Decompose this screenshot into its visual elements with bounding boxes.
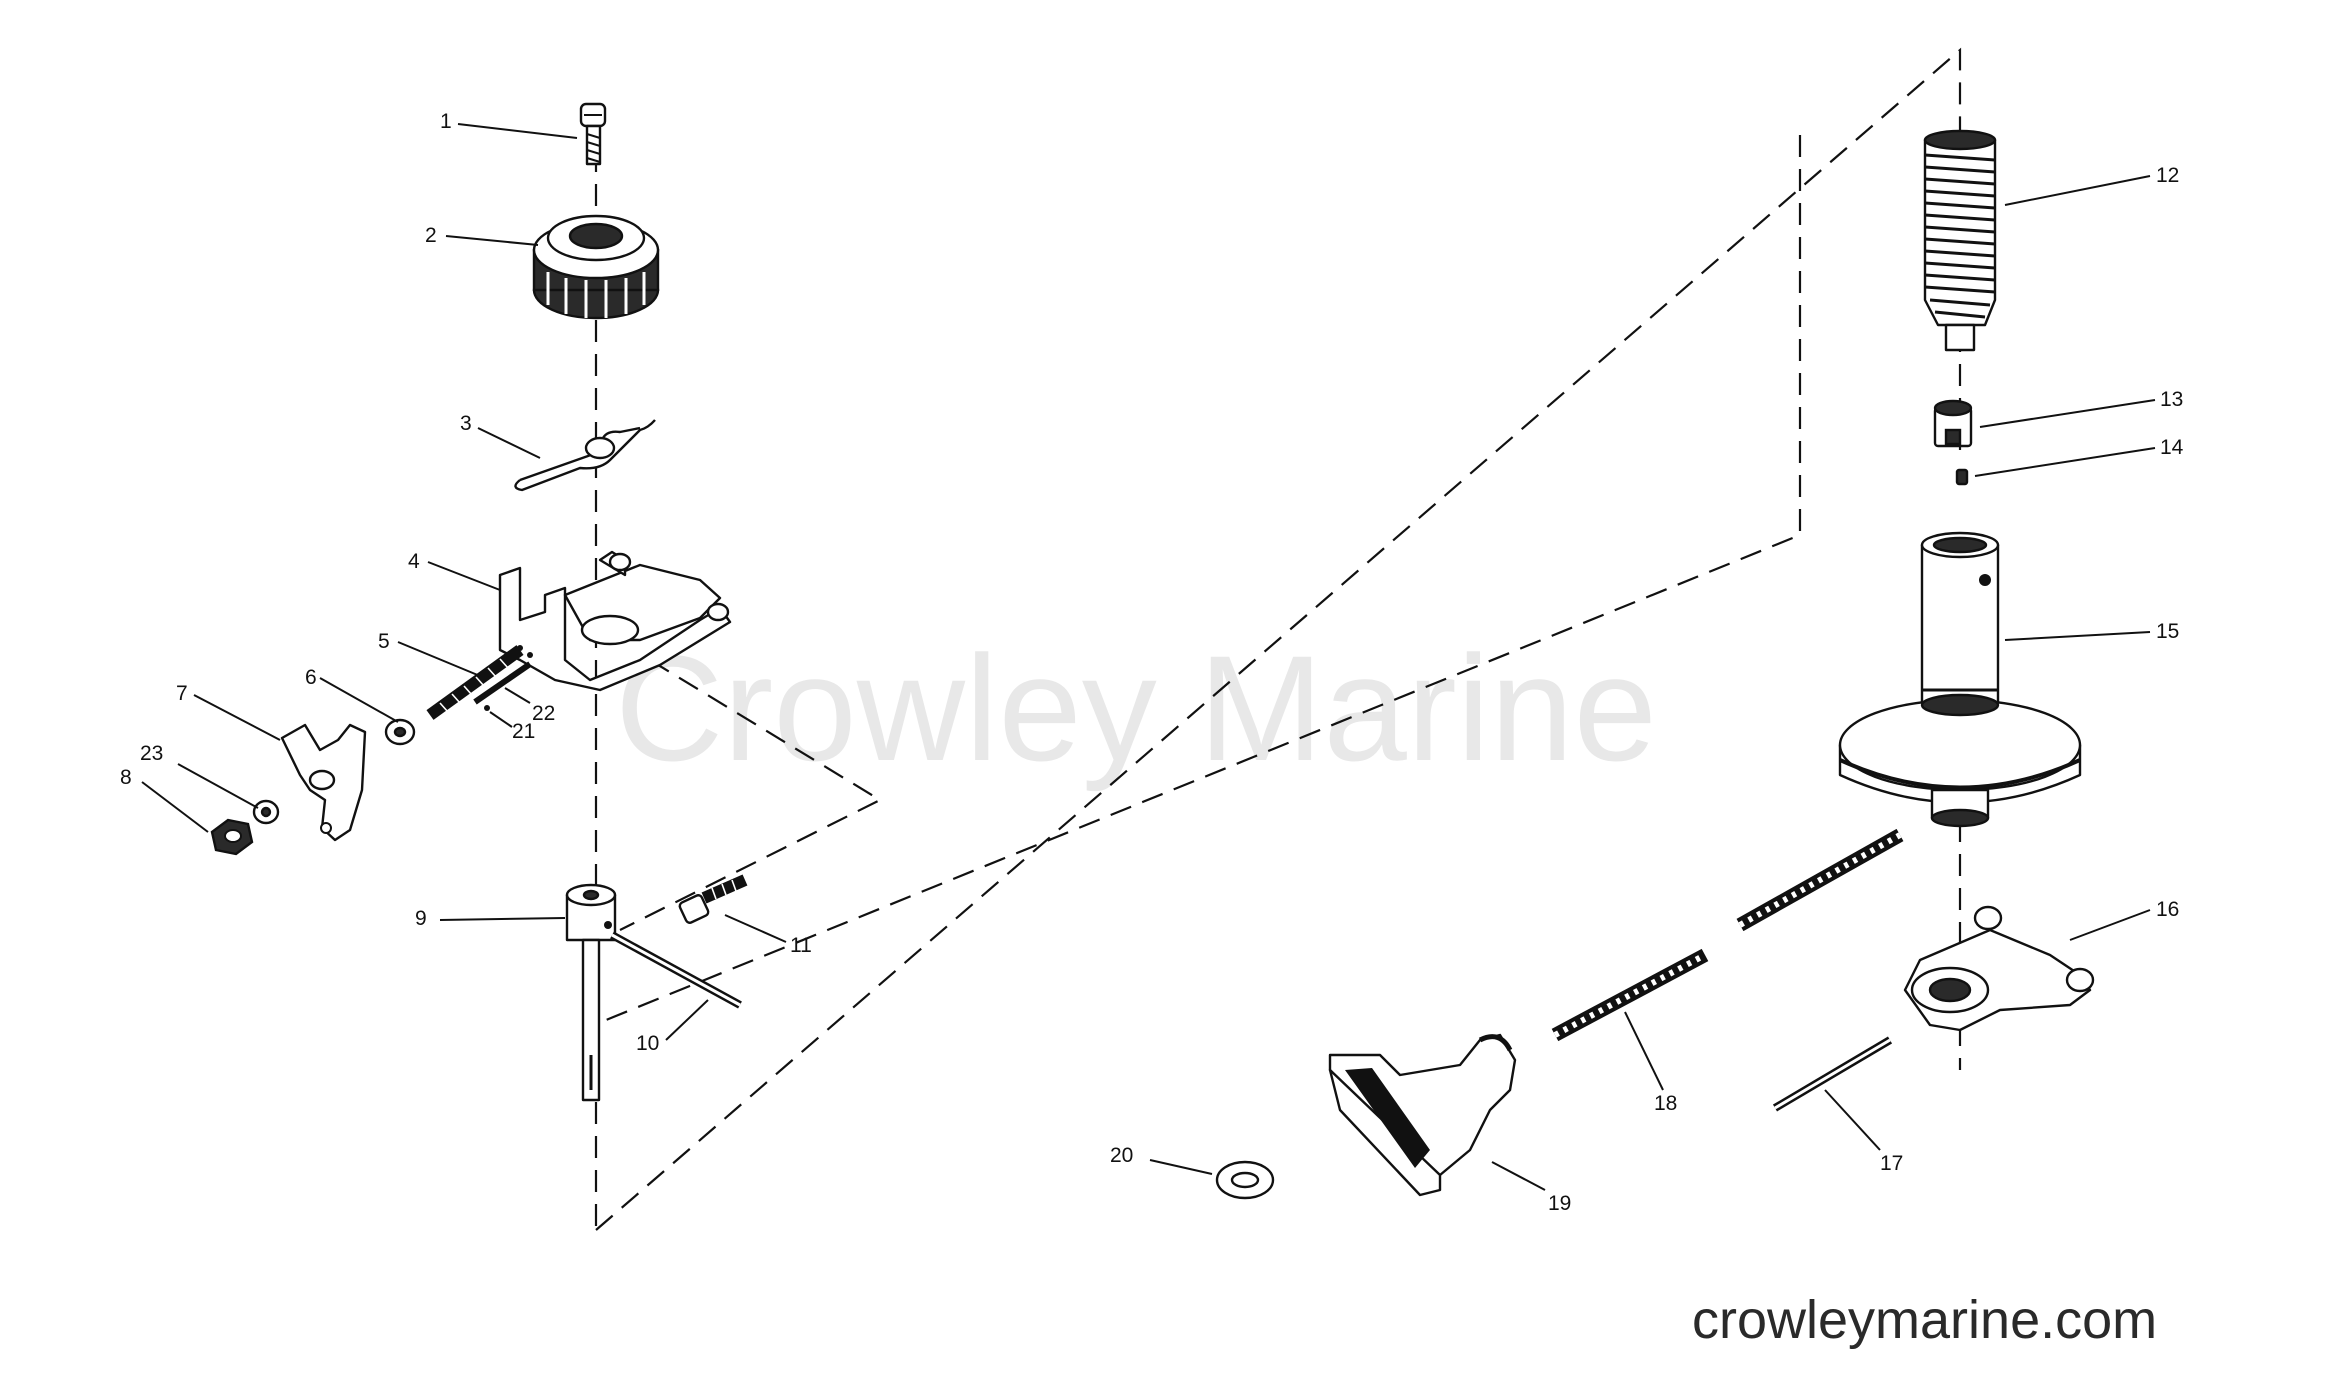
part-5-threaded-rod bbox=[426, 645, 524, 720]
part-12-spring-housing bbox=[1923, 129, 1997, 352]
callout-15: 15 bbox=[2156, 620, 2179, 643]
callout-1: 1 bbox=[440, 110, 452, 133]
part-16-arm bbox=[1903, 905, 2095, 1032]
callout-9: 9 bbox=[415, 907, 427, 930]
callout-19: 19 bbox=[1548, 1192, 1571, 1215]
callout-4: 4 bbox=[408, 550, 420, 573]
callout-leaders bbox=[141, 123, 2156, 1191]
part-6-washer bbox=[384, 718, 416, 746]
part-2-ratchet-gear bbox=[532, 214, 660, 320]
callout-22: 22 bbox=[532, 702, 555, 725]
part-23-washer bbox=[252, 799, 280, 825]
callout-2: 2 bbox=[425, 224, 437, 247]
callout-6: 6 bbox=[305, 666, 317, 689]
callout-7: 7 bbox=[176, 682, 188, 705]
part-3-spring-clip bbox=[514, 419, 656, 492]
callout-numbers: 1 2 3 4 5 6 7 8 9 10 11 12 13 14 15 16 1… bbox=[120, 110, 2184, 1215]
callout-3: 3 bbox=[460, 412, 472, 435]
part-17-pin bbox=[1772, 1036, 1893, 1112]
callout-12: 12 bbox=[2156, 164, 2179, 187]
callout-20: 20 bbox=[1110, 1144, 1133, 1167]
callout-18: 18 bbox=[1654, 1092, 1677, 1115]
part-21-22-pin-spring bbox=[473, 661, 532, 711]
watermark-text: Crowley Marine bbox=[615, 624, 1657, 792]
part-7-lever-plate bbox=[280, 723, 367, 842]
part-20-washer bbox=[1215, 1160, 1275, 1200]
part-11-screw bbox=[678, 874, 748, 924]
callout-5: 5 bbox=[378, 630, 390, 653]
part-13-coupling bbox=[1933, 399, 1973, 448]
part-19-starter-handle bbox=[1328, 1033, 1517, 1197]
callout-16: 16 bbox=[2156, 898, 2179, 921]
callout-8: 8 bbox=[120, 766, 132, 789]
callout-11: 11 bbox=[790, 934, 812, 957]
part-14-set-screw bbox=[1955, 468, 1969, 486]
callout-13: 13 bbox=[2160, 388, 2183, 411]
callout-14: 14 bbox=[2160, 436, 2184, 459]
part-1-screw bbox=[579, 102, 607, 166]
callout-21: 21 bbox=[512, 720, 535, 743]
part-15-pulley-shaft bbox=[1838, 531, 2082, 828]
part-10-pin bbox=[610, 931, 742, 1009]
callout-10: 10 bbox=[636, 1032, 659, 1055]
part-8-nut bbox=[210, 818, 254, 856]
site-url-text: crowleymarine.com bbox=[1692, 1290, 2157, 1350]
part-18-starter-rope bbox=[1551, 828, 1904, 1042]
callout-17: 17 bbox=[1880, 1152, 1903, 1175]
callout-23: 23 bbox=[140, 742, 163, 765]
part-9-shaft-collar bbox=[565, 883, 617, 1102]
part-4-bracket bbox=[498, 550, 732, 692]
